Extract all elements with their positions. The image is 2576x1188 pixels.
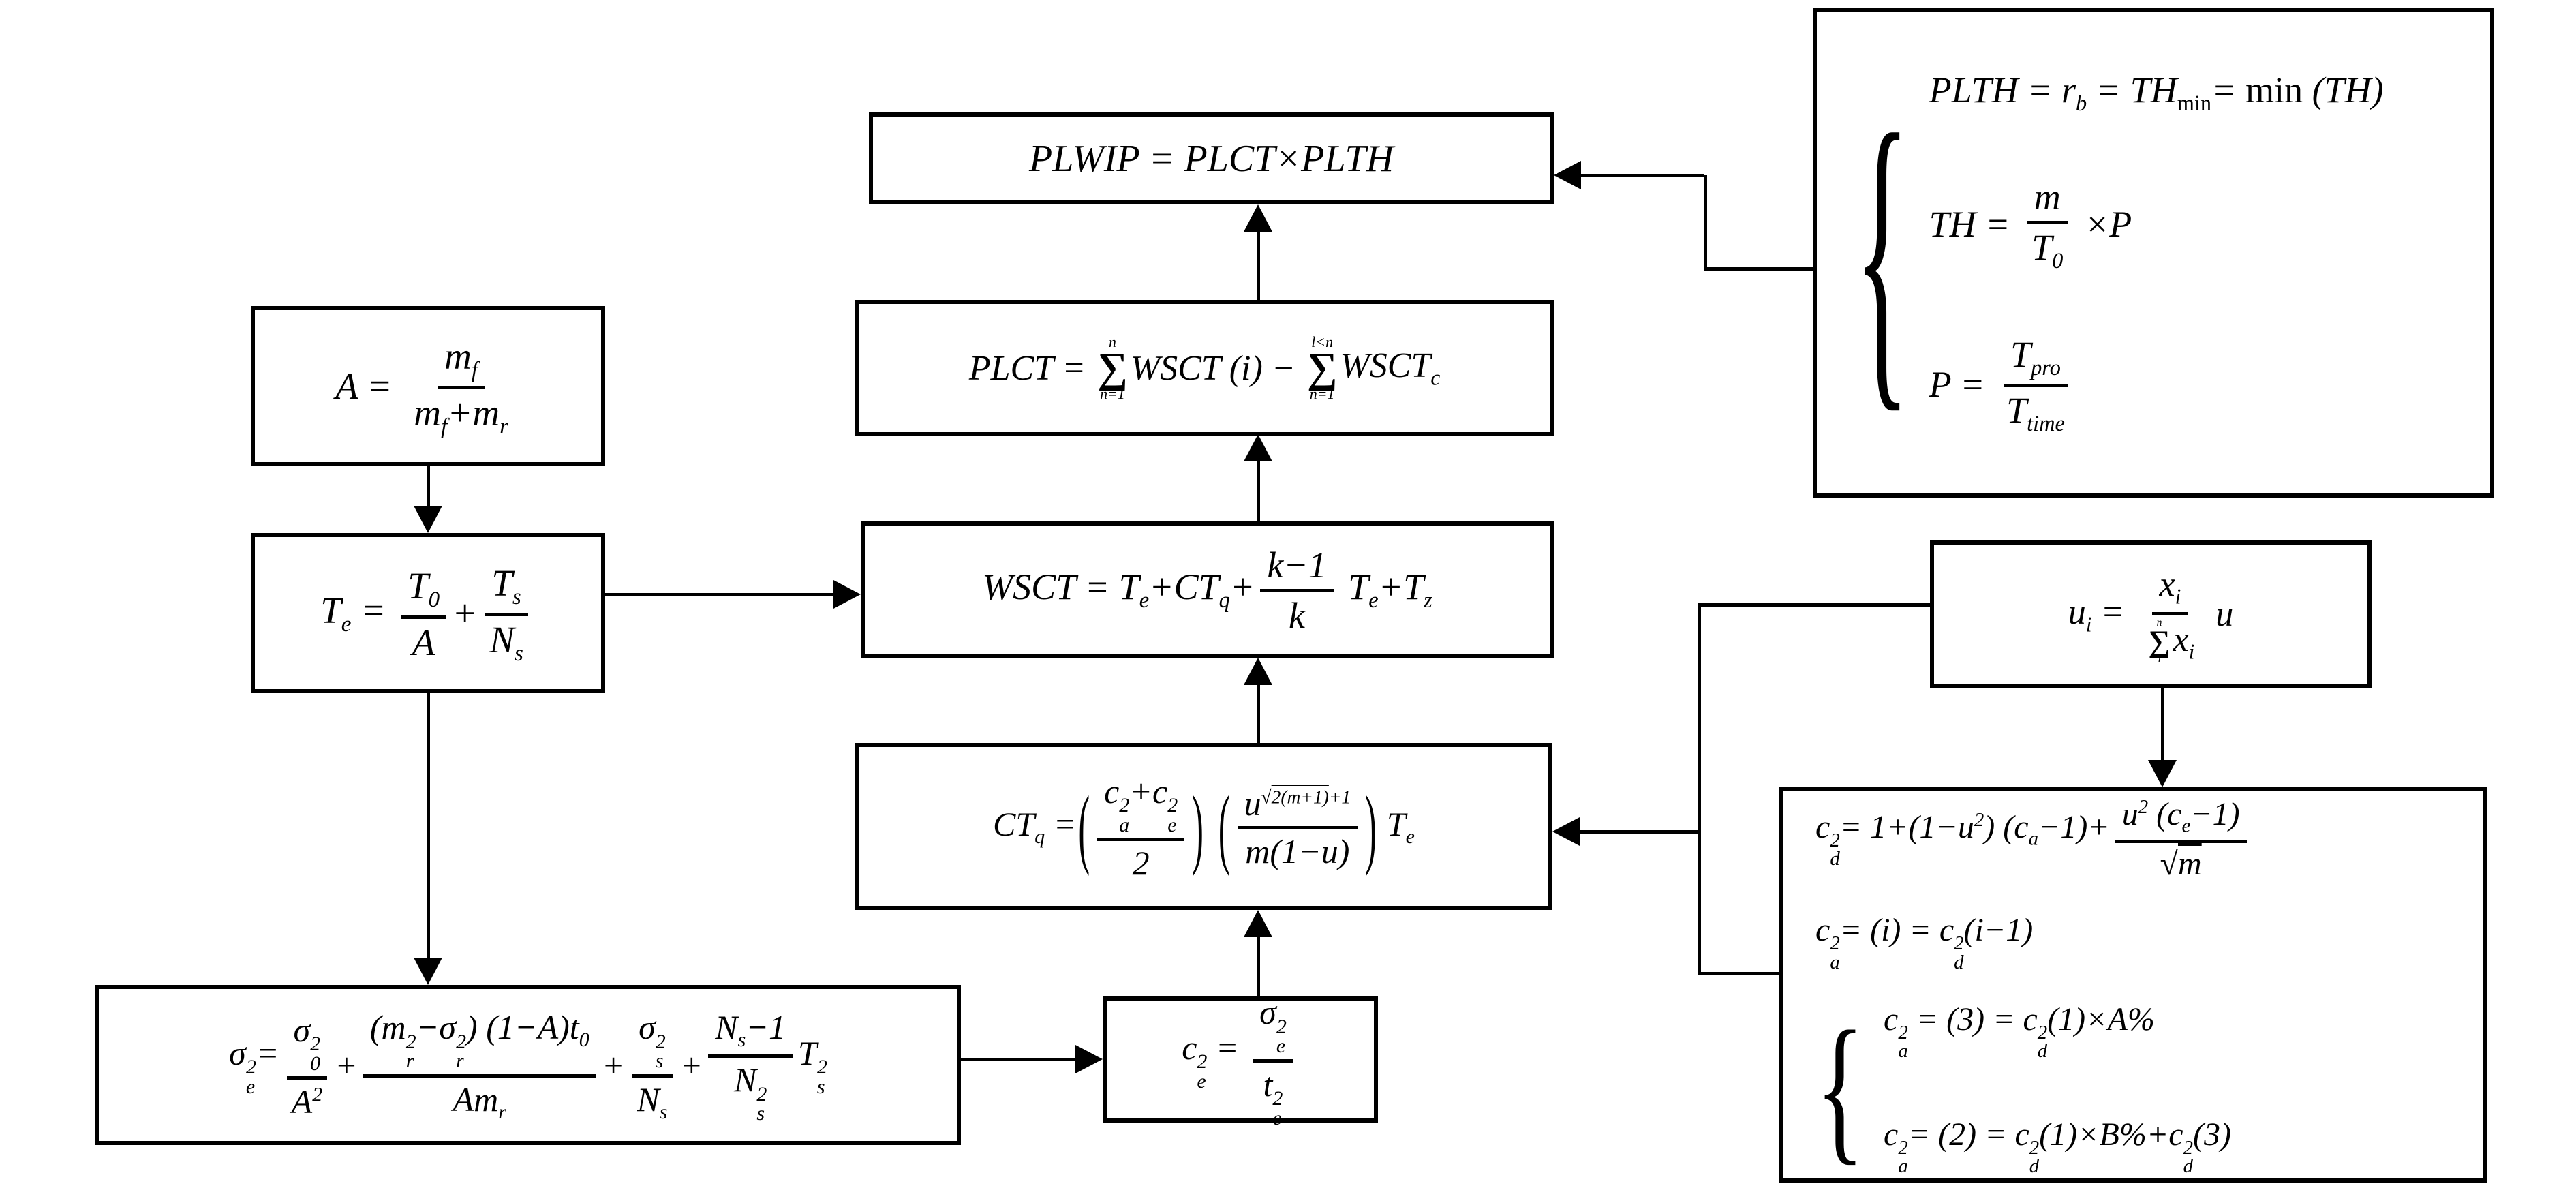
connector-plth-h2 [1578, 174, 1704, 177]
box-plwip: PLWIP = PLCT×PLTH [869, 112, 1554, 204]
arrow-wsct-to-plct-line [1257, 461, 1260, 521]
arrow-plct-to-plwip-line [1257, 232, 1260, 300]
connector-right-bottom-branch [1699, 972, 1779, 975]
arrow-te-to-sigma-line [427, 693, 430, 958]
connector-right-trunk [1698, 603, 1701, 975]
arrow-plct-to-plwip-head [1244, 204, 1272, 232]
arrow-wsct-to-plct-head [1244, 434, 1272, 461]
arrow-ui-to-cd2-line [2161, 688, 2164, 760]
arrow-ce2-to-ctq-line [1257, 937, 1260, 996]
connector-plth-v [1704, 175, 1707, 271]
arrow-ce2-to-ctq-head [1244, 910, 1272, 937]
connector-right-ctq-branch [1577, 830, 1699, 834]
arrow-sigma-to-ce2-line [961, 1058, 1075, 1061]
arrow-right-to-ctq-head [1552, 817, 1580, 846]
arrow-te-to-wsct-head [833, 580, 861, 609]
arrow-te-to-sigma-head [414, 958, 442, 985]
arrow-ctq-to-wsct-line [1257, 685, 1260, 743]
connector-right-top-branch [1699, 603, 1930, 607]
formula-plwip: PLWIP = PLCT×PLTH [1028, 137, 1394, 180]
arrow-ctq-to-wsct-head [1244, 658, 1272, 685]
arrow-a-to-te-head [414, 506, 442, 533]
arrow-sigma-to-ce2-head [1075, 1045, 1103, 1073]
arrow-a-to-te-line [427, 466, 430, 506]
connector-plth-h1 [1704, 267, 1813, 271]
arrow-plth-to-plwip-head [1554, 161, 1581, 189]
arrow-te-to-wsct-line [605, 593, 833, 596]
arrow-ui-to-cd2-head [2148, 760, 2177, 787]
